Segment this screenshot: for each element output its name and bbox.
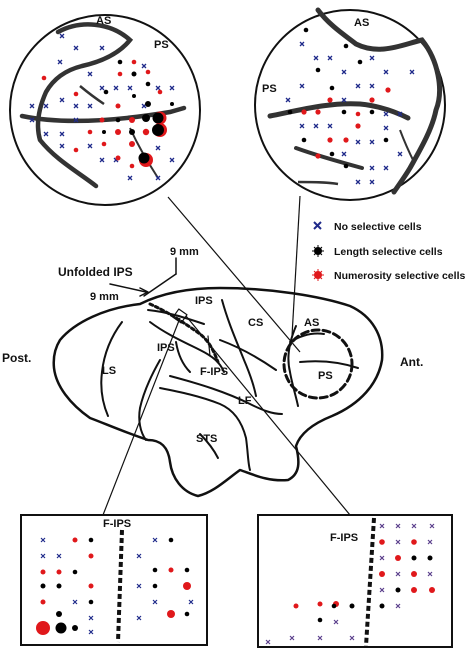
label-scale-horizontal: 9 mm bbox=[90, 291, 119, 303]
label-anterior: Ant. bbox=[400, 355, 423, 369]
panel-bottom-left: F-IPS bbox=[20, 514, 208, 646]
legend-item-numerosity: Numerosity selective cells bbox=[312, 269, 465, 282]
label-lf: LF bbox=[238, 395, 252, 407]
fundus-line bbox=[116, 529, 124, 643]
label-unfolded-ips: Unfolded IPS bbox=[58, 265, 133, 279]
lunate-sulcus bbox=[100, 321, 123, 417]
brain-labels: 9 mm Unfolded IPS 9 mm IPS IPS CS AS PS … bbox=[2, 246, 423, 445]
frontal-recording-region bbox=[282, 328, 354, 400]
sulcus-trace-minor bbox=[79, 85, 105, 106]
label-posterior: Post. bbox=[2, 351, 31, 365]
intraparietal-sulcus bbox=[149, 321, 225, 373]
principal-sulcus-trace bbox=[267, 101, 411, 121]
legend-label: Numerosity selective cells bbox=[334, 270, 465, 282]
label-ls: LS bbox=[102, 365, 116, 377]
label-ps: PS bbox=[262, 83, 277, 95]
label-as: AS bbox=[304, 317, 319, 329]
sts bbox=[159, 387, 251, 471]
sulcus-minor bbox=[138, 359, 161, 441]
ips-sample-box bbox=[172, 308, 188, 324]
label-as: AS bbox=[96, 15, 111, 27]
scale-bar-horizontal bbox=[143, 273, 177, 297]
panel-bottom-right: F-IPS bbox=[257, 514, 453, 648]
legend: No selective cells Length selective cell… bbox=[312, 221, 465, 282]
recording-sites bbox=[36, 537, 194, 635]
legend-label: No selective cells bbox=[334, 221, 422, 233]
label-ips-lower: IPS bbox=[157, 342, 175, 354]
label-cs: CS bbox=[248, 317, 263, 329]
panel-top-left: AS PS bbox=[9, 14, 201, 206]
ips-recording-region bbox=[148, 302, 220, 364]
fundus-line bbox=[364, 517, 376, 647]
central-sulcus bbox=[221, 299, 257, 397]
label-f-ips: F-IPS bbox=[200, 366, 228, 378]
panel-top-right: AS PS bbox=[254, 7, 446, 201]
unfolded-ips-arrow bbox=[109, 283, 147, 293]
label-f-ips: F-IPS bbox=[330, 532, 358, 544]
recording-sites bbox=[265, 523, 435, 645]
legend-label: Length selective cells bbox=[334, 246, 443, 258]
sulcus-minor bbox=[175, 341, 191, 373]
recording-sites bbox=[29, 33, 175, 181]
label-ps: PS bbox=[318, 370, 333, 382]
label-f-ips: F-IPS bbox=[103, 518, 131, 530]
lateral-fissure bbox=[169, 375, 283, 415]
label-scale-vertical: 9 mm bbox=[170, 246, 199, 258]
label-sts: STS bbox=[196, 433, 217, 445]
arcuate-sulcus-trace bbox=[315, 7, 442, 195]
connector-lines bbox=[102, 195, 351, 516]
recording-sites bbox=[285, 27, 415, 185]
sulcus-trace-minor bbox=[297, 180, 339, 186]
label-ips-upper: IPS bbox=[195, 295, 213, 307]
legend-item-length: Length selective cells bbox=[312, 245, 443, 258]
label-ps: PS bbox=[154, 39, 169, 51]
brain-outline bbox=[52, 286, 384, 498]
sulcus-minor bbox=[219, 339, 277, 371]
sulcus-trace-minor bbox=[399, 129, 415, 163]
arcuate-sulcus-trace bbox=[35, 22, 134, 189]
principal-sulcus bbox=[299, 360, 359, 369]
sulcus-trace-minor bbox=[294, 146, 364, 170]
arcuate-sulcus bbox=[287, 325, 299, 407]
ips-upper bbox=[147, 309, 205, 325]
label-as: AS bbox=[354, 17, 369, 29]
brain-diagram bbox=[52, 257, 384, 498]
sulcus-minor bbox=[199, 433, 219, 459]
legend-item-none: No selective cells bbox=[313, 221, 422, 233]
